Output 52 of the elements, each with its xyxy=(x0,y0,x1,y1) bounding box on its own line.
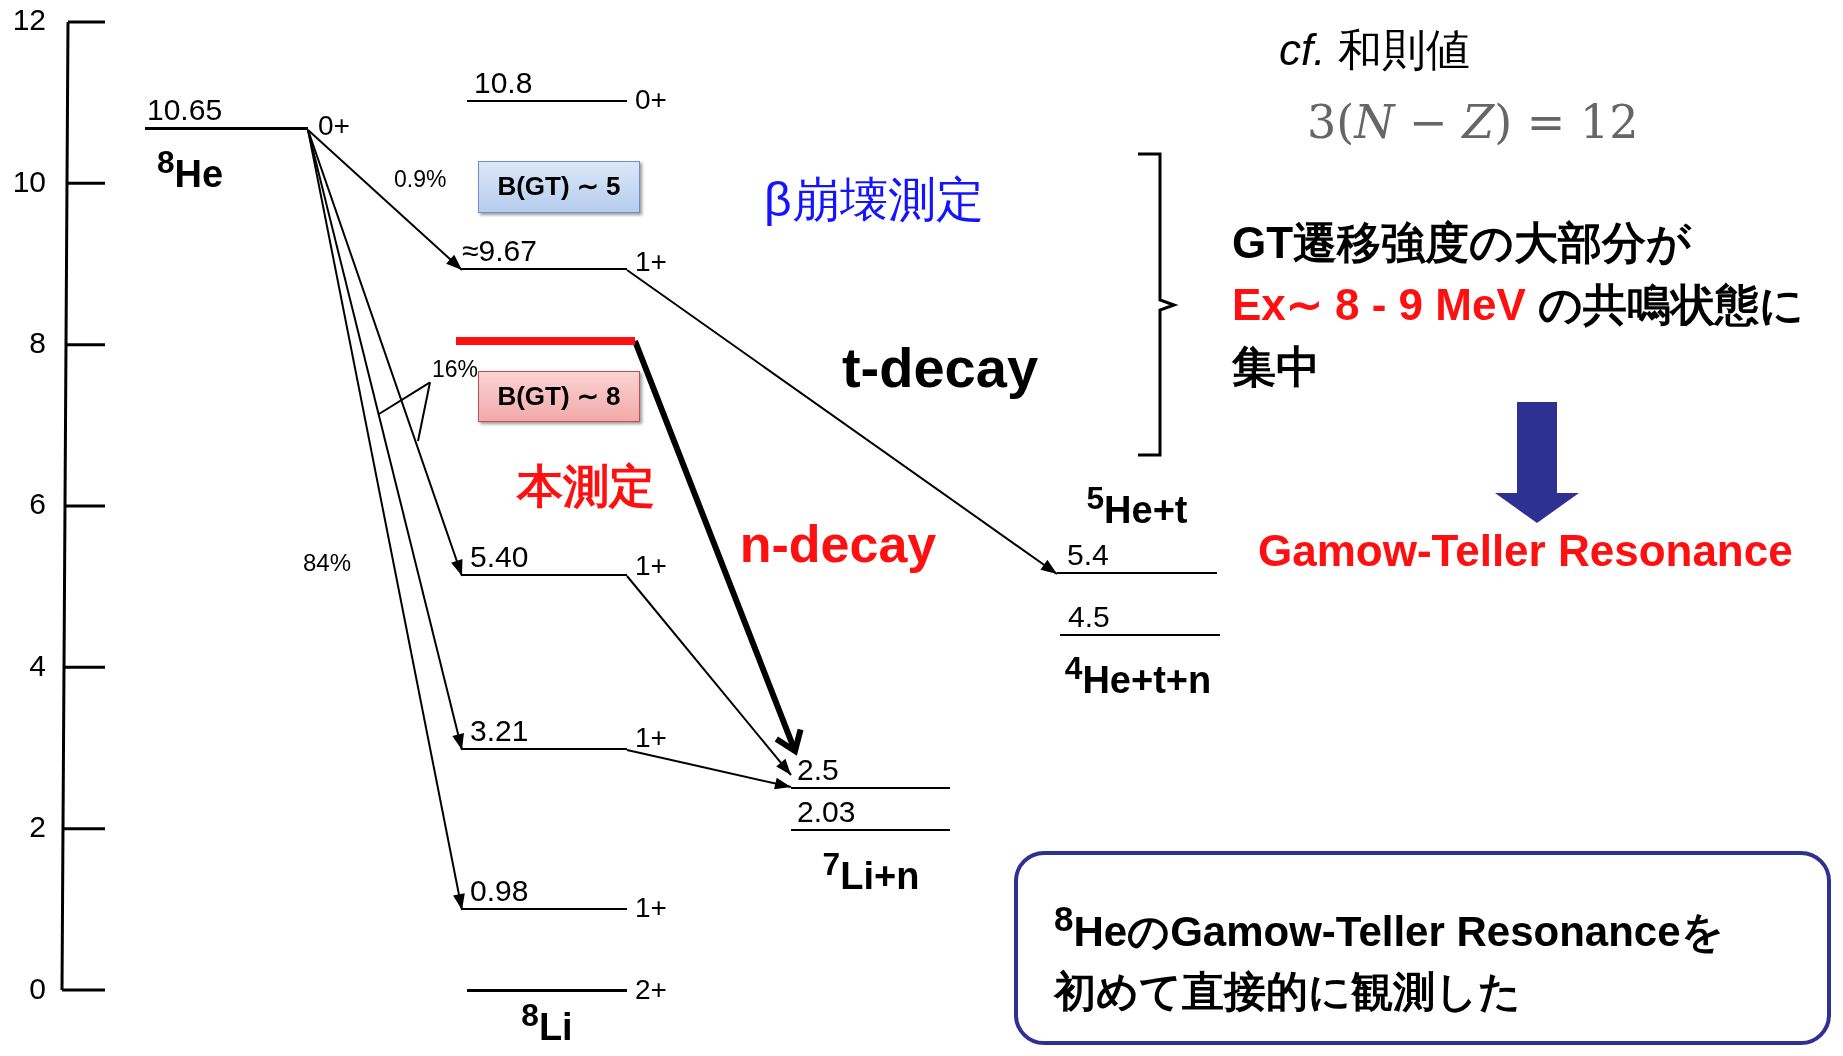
energy-label: 2.03 xyxy=(797,797,856,827)
tick-label: 0 xyxy=(29,971,46,1005)
nucleus-label: $^{7}$Li+n xyxy=(822,846,920,898)
leader-line xyxy=(417,381,431,442)
tick-label: 10 xyxy=(12,164,46,198)
arrow xyxy=(307,129,464,751)
spin-label: 0+ xyxy=(318,110,350,142)
note-label: cf. 和則値 xyxy=(1279,25,1470,75)
energy-label: 5.4 xyxy=(1067,540,1109,570)
note-box xyxy=(1014,851,1831,1045)
spin-label: 0+ xyxy=(635,84,667,116)
nucleus-label: $^{8}$Li xyxy=(521,999,573,1046)
spin-label: 1+ xyxy=(635,892,667,924)
arrow xyxy=(626,269,1058,575)
nucleus-label: $^{4}$He+t+n xyxy=(1064,650,1212,702)
resonance-label: Gamow-Teller Resonance xyxy=(1258,525,1793,578)
spin-label: 1+ xyxy=(635,246,667,278)
nucleus-label: $^{5}$He+t xyxy=(1086,480,1188,532)
note-text: GT遷移強度の大部分が Ex∼ 8 - 9 MeV の共鳴状態に集中 xyxy=(1232,212,1812,398)
energy-label: 10.65 xyxy=(147,95,223,125)
nucleus-label: $^{8}$He xyxy=(156,144,224,196)
level-bar xyxy=(456,337,635,345)
block-arrow xyxy=(1495,402,1579,523)
tick-label: 12 xyxy=(12,3,46,37)
value-box: B(GT) ∼ 5 xyxy=(478,161,640,213)
value-box: B(GT) ∼ 8 xyxy=(478,371,640,422)
leader-line xyxy=(378,381,431,415)
spin-label: 1+ xyxy=(635,550,667,582)
method-label: β崩壊測定 xyxy=(764,173,984,227)
tick-label: 6 xyxy=(29,487,46,521)
tick-label: 4 xyxy=(29,648,46,682)
arrow xyxy=(626,575,792,776)
note-text: $^{8}$HeのGamow-Teller Resonanceを初めて直接的に観測した xyxy=(1054,898,1725,1017)
energy-label: 3.21 xyxy=(470,716,529,746)
energy-label: 10.8 xyxy=(474,68,533,98)
spin-label: 1+ xyxy=(635,722,667,754)
energy-label: 0.98 xyxy=(470,876,529,906)
energy-label: 5.40 xyxy=(470,542,529,572)
energy-label: 4.5 xyxy=(1068,602,1110,632)
percent-label: 16% xyxy=(432,357,479,383)
method-label: 本測定 xyxy=(517,460,655,512)
spin-label: 2+ xyxy=(635,974,667,1006)
tick-label: 2 xyxy=(29,810,46,844)
arrow xyxy=(632,339,804,754)
energy-label: 2.5 xyxy=(797,755,839,785)
energy-label: ≈9.67 xyxy=(462,236,537,266)
arrow xyxy=(307,129,463,577)
tick-label: 8 xyxy=(29,326,46,360)
formula: 3(N − Z) = 12 xyxy=(1307,96,1639,148)
arrow xyxy=(307,129,465,911)
arrow xyxy=(626,749,792,790)
arrow xyxy=(307,129,463,271)
